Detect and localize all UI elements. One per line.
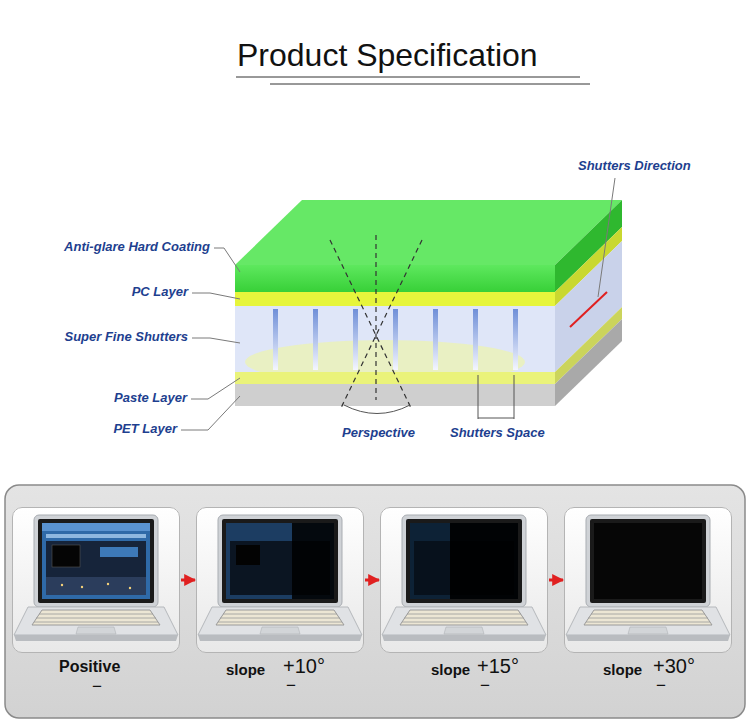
screen-banner: [100, 547, 138, 557]
photo-frame: slope+15°−: [380, 507, 548, 653]
caption-value: +15°: [477, 656, 519, 676]
pet-layer-front: [235, 384, 555, 406]
pc-layer-front: [235, 292, 555, 306]
caption-value: −: [92, 678, 102, 695]
laptop-screen: [226, 523, 334, 599]
view-axis: [375, 235, 376, 400]
shutter-blade: [433, 309, 438, 370]
caption-word: slope: [603, 662, 642, 677]
leader-line: [598, 178, 615, 297]
shutter-blade: [273, 309, 278, 370]
pet-layer-side: [555, 319, 622, 406]
part-label: Anti-glare Hard Coating: [64, 240, 210, 255]
screen-dim: [450, 523, 518, 599]
photo-frame: Positive−: [12, 507, 180, 653]
caption-word: slope: [431, 662, 470, 677]
part-label: Super Fine Shutters: [64, 330, 188, 345]
caption-value: −: [286, 677, 296, 694]
shutter-blade: [353, 309, 358, 370]
screen-menu: [46, 534, 146, 538]
photo-panel: [5, 485, 745, 718]
laptop: [14, 515, 178, 641]
part-label: Paste Layer: [114, 391, 187, 406]
leader-line: [214, 248, 240, 272]
laptop-screen: [594, 523, 702, 599]
part-label: PC Layer: [132, 285, 188, 300]
space-bracket: [478, 418, 514, 419]
angle-arc: [344, 405, 410, 414]
progress-arrow: [549, 579, 563, 582]
city-light: [81, 586, 83, 588]
shutter-glow: [245, 340, 525, 372]
screen-monitor: [52, 545, 80, 567]
leader-line: [192, 293, 240, 299]
shutter-blade: [473, 309, 478, 370]
city-light: [107, 583, 109, 585]
photo-ground: [12, 507, 180, 653]
part-label: Shutters Direction: [578, 159, 691, 174]
leader-line: [191, 378, 240, 399]
part-label: Perspective: [342, 426, 415, 441]
shutter-blade: [513, 309, 518, 370]
city-light: [61, 584, 63, 586]
part-label: PET Layer: [113, 422, 177, 437]
screen-monitor: [236, 545, 260, 565]
laptop: [566, 515, 730, 641]
progress-arrow: [181, 579, 195, 582]
shutter-blade: [393, 309, 398, 370]
photo-frame: slope+30°−: [564, 507, 732, 653]
photo-ground: [564, 507, 732, 653]
part-label: Shutters Space: [450, 426, 545, 441]
photo-frame: slope+10°−: [196, 507, 364, 653]
photo-ground: [380, 507, 548, 653]
shutter-blade: [313, 309, 318, 370]
screen-picture: [46, 541, 146, 595]
caption-value: −: [480, 677, 490, 694]
coating-top: [235, 200, 622, 265]
space-bracket: [514, 375, 515, 419]
caption-value: +10°: [283, 656, 325, 676]
caption-word: Positive: [59, 659, 120, 675]
leader-line: [192, 338, 240, 343]
screen-city: [46, 577, 146, 595]
shutter-direction-mark: [570, 292, 607, 327]
title-rule: [270, 84, 590, 85]
screen-dim: [292, 523, 334, 599]
laptop: [382, 515, 546, 641]
caption-value: −: [656, 677, 666, 694]
laptop-screen: [42, 523, 150, 599]
space-bracket: [478, 375, 479, 419]
title-rule: [236, 77, 580, 78]
view-line: [330, 240, 412, 410]
screen-header: [42, 523, 150, 531]
photo-ground: [196, 507, 364, 653]
laptop: [198, 515, 362, 641]
progress-arrow: [365, 579, 379, 582]
caption-word: slope: [226, 662, 265, 677]
caption-value: +30°: [653, 656, 695, 676]
coating-front: [235, 265, 555, 292]
page-title: Product Specification: [237, 38, 538, 73]
leader-line: [181, 396, 240, 430]
view-line: [340, 240, 422, 410]
city-light: [129, 587, 131, 589]
laptop-screen: [410, 523, 518, 599]
